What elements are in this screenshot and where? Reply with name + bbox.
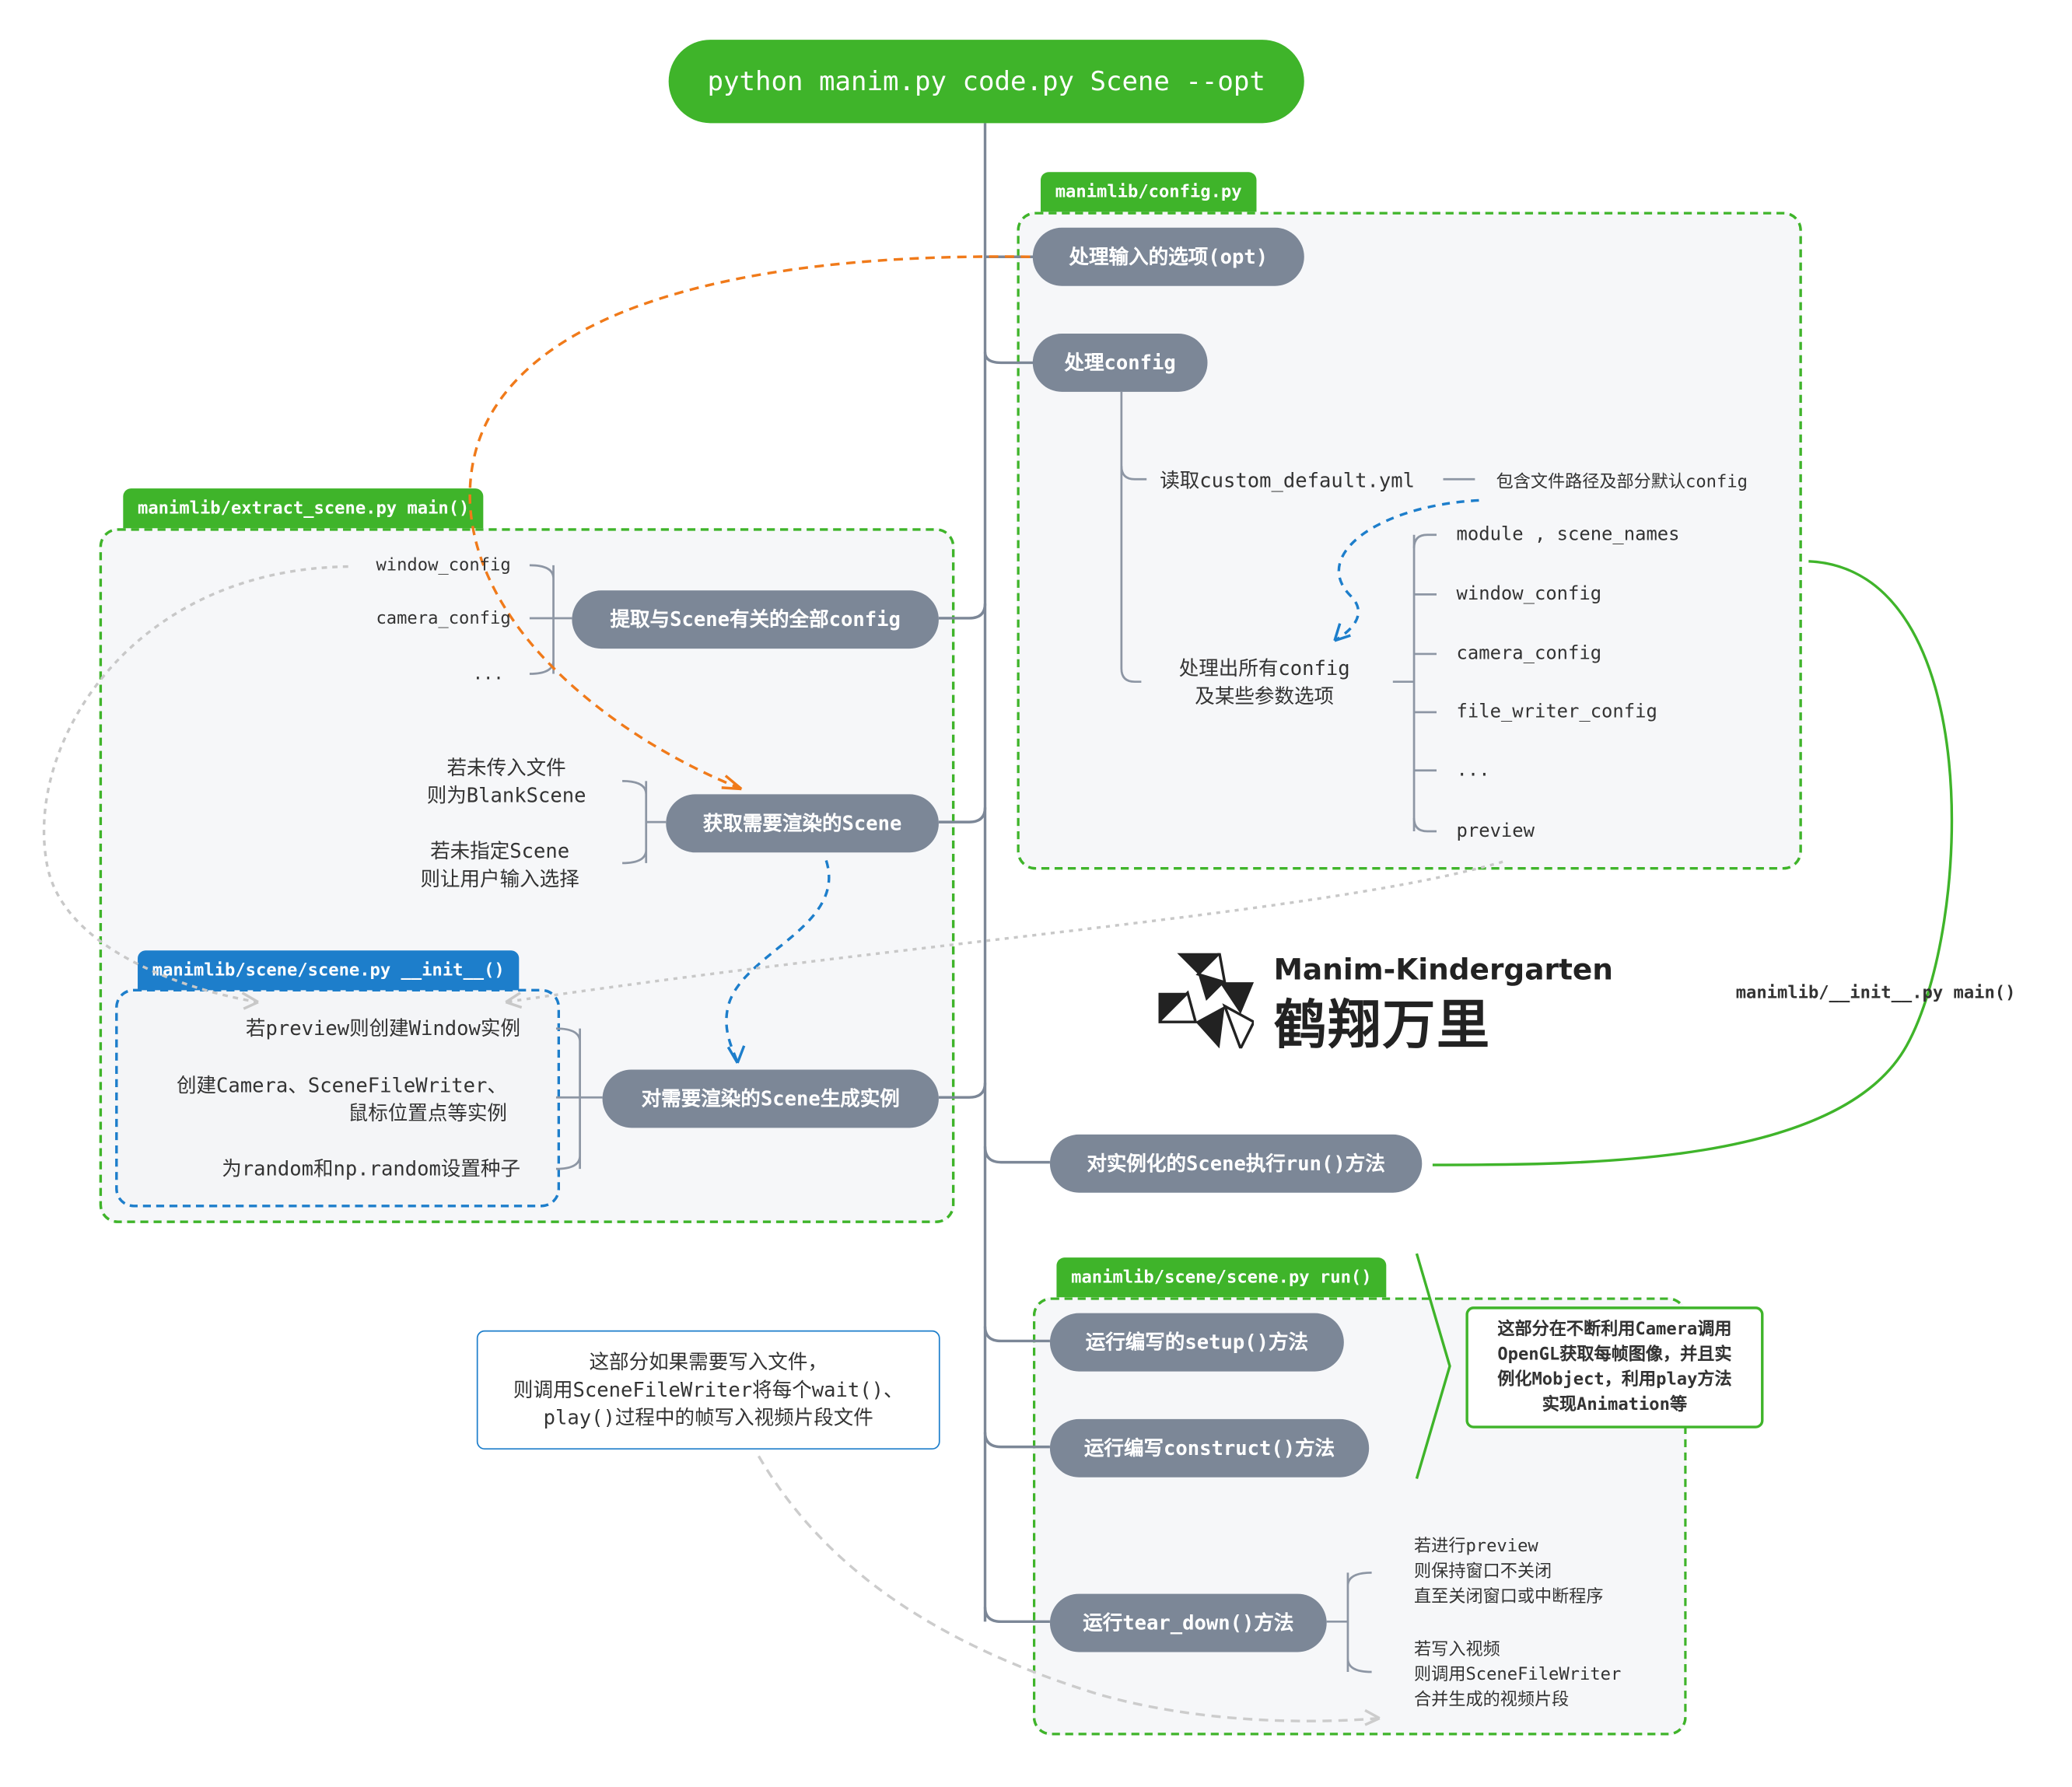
init-region-tag: manimlib/scene/scene.py __init__() bbox=[138, 950, 520, 991]
run-scene-node: 对实例化的Scene执行run()方法 bbox=[1049, 1134, 1423, 1193]
init-item-2: 为random和np.random设置种子 bbox=[222, 1156, 521, 1181]
init-item-0: 若preview则创建Window实例 bbox=[245, 1016, 521, 1041]
teardown-node: 运行tear_down()方法 bbox=[1049, 1593, 1327, 1652]
yaml-note-label: 包含文件路径及部分默认config bbox=[1496, 472, 1748, 493]
read-yaml-label: 读取custom_default.yml bbox=[1160, 468, 1416, 493]
config-output-0: module , scene_names bbox=[1456, 524, 1680, 546]
get-scene-note-0: 若未传入文件 则为BlankScene bbox=[426, 756, 586, 808]
teardown-note-1: 若写入视频 则调用SceneFileWriter 合并生成的视频片段 bbox=[1414, 1640, 1622, 1711]
process-all-label: 处理出所有config 及某些参数选项 bbox=[1178, 656, 1350, 708]
config-output-3: file_writer_config bbox=[1456, 701, 1657, 723]
logo-text-en: Manim-Kindergarten bbox=[1273, 954, 1613, 988]
main-entry-label: manimlib/__init__.py main() bbox=[1735, 983, 2016, 1004]
setup-node: 运行编写的setup()方法 bbox=[1049, 1313, 1344, 1372]
config-output-5: preview bbox=[1456, 820, 1535, 842]
get-scene-note-1: 若未指定Scene 则让用户输入选择 bbox=[420, 839, 579, 891]
init-region bbox=[115, 988, 561, 1208]
logo-mark bbox=[1158, 953, 1255, 1049]
extract-item-more: ... bbox=[472, 664, 504, 685]
construct-node: 运行编写construct()方法 bbox=[1049, 1418, 1370, 1478]
process-config-node: 处理config bbox=[1032, 333, 1208, 392]
extract-region-tag: manimlib/extract_scene.py main() bbox=[123, 488, 485, 529]
config-output-1: window_config bbox=[1456, 583, 1602, 605]
config-region-tag: manimlib/config.py bbox=[1041, 172, 1257, 212]
process-opt-node: 处理输入的选项(opt) bbox=[1032, 227, 1304, 286]
config-output-2: camera_config bbox=[1456, 643, 1602, 665]
config-region bbox=[1017, 212, 1802, 870]
extract-config-node: 提取与Scene有关的全部config bbox=[572, 590, 939, 649]
camera-note-box: 这部分在不断利用Camera调用 OpenGL获取每帧图像，并且实 例化Mobj… bbox=[1465, 1306, 1764, 1429]
run-region-tag: manimlib/scene/scene.py run() bbox=[1056, 1257, 1387, 1298]
root-command: python manim.py code.py Scene --opt bbox=[668, 40, 1304, 124]
extract-item-camera: camera_config bbox=[376, 609, 511, 629]
get-scene-node: 获取需要渲染的Scene bbox=[666, 794, 939, 853]
file-writer-note: 这部分如果需要写入文件， 则调用SceneFileWriter将每个wait()… bbox=[476, 1330, 940, 1450]
config-output-4: ... bbox=[1456, 760, 1490, 782]
extract-item-window: window_config bbox=[376, 555, 511, 576]
create-instance-node: 对需要渲染的Scene生成实例 bbox=[602, 1069, 939, 1128]
teardown-note-0: 若进行preview 则保持窗口不关闭 直至关闭窗口或中断程序 bbox=[1414, 1537, 1604, 1607]
init-item-1: 创建Camera、SceneFileWriter、 鼠标位置点等实例 bbox=[176, 1073, 507, 1125]
logo-text-cn: 鹤翔万里 bbox=[1273, 995, 1491, 1057]
